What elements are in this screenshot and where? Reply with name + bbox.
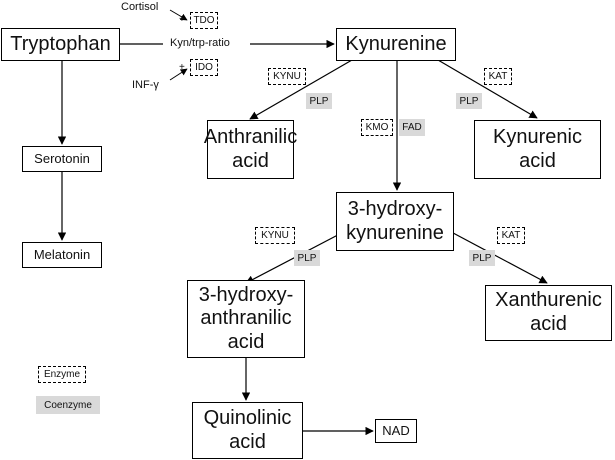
arrow-kynurenine-kynurenic (437, 59, 538, 119)
enzyme-kat-1: KAT (484, 68, 512, 85)
node-quinolinic-acid: Quinolinic acid (192, 402, 303, 459)
legend-enzyme: Enzyme (38, 366, 86, 383)
enzyme-tdo: TDO (190, 12, 218, 29)
coenzyme-plp-2: PLP (456, 93, 482, 109)
enzyme-kmo: KMO (361, 119, 393, 136)
coenzyme-plp-4: PLP (469, 250, 495, 266)
node-tryptophan: Tryptophan (1, 28, 120, 61)
node-xanthurenic-acid: Xanthurenic acid (485, 285, 612, 341)
arrow-kynurenine-anthranilic (249, 59, 353, 120)
enzyme-kynu-2: KYNU (255, 227, 295, 244)
node-kynurenic-acid: Kynurenic acid (474, 120, 601, 179)
enzyme-ido: IDO (190, 59, 218, 76)
plus-sign-tdo: + (179, 14, 185, 25)
node-anthranilic-acid: Anthranilic acid (204, 120, 297, 179)
label-kyn-trp-ratio: Kyn/trp-ratio (170, 37, 230, 49)
node-melatonin: Melatonin (22, 242, 102, 268)
label-inf-gamma: INF-γ (132, 79, 159, 91)
node-3-hydroxyanthranilic-acid: 3-hydroxy- anthranilic acid (187, 280, 305, 358)
node-kynurenine: Kynurenine (336, 28, 456, 61)
node-serotonin: Serotonin (22, 146, 102, 172)
plus-sign-ido: + (179, 62, 185, 73)
arrow-cortisol-tdo (169, 9, 188, 21)
node-3-hydroxykynurenine: 3-hydroxy- kynurenine (336, 192, 454, 251)
enzyme-kat-2: KAT (497, 227, 525, 244)
coenzyme-fad: FAD (399, 119, 425, 136)
enzyme-kynu-1: KYNU (268, 68, 306, 85)
coenzyme-plp-1: PLP (306, 93, 332, 109)
label-cortisol: Cortisol (121, 1, 159, 13)
arrow-inf-ido (169, 68, 188, 81)
node-nad: NAD (375, 419, 417, 443)
legend-coenzyme: Coenzyme (36, 396, 100, 414)
coenzyme-plp-3: PLP (294, 250, 320, 266)
